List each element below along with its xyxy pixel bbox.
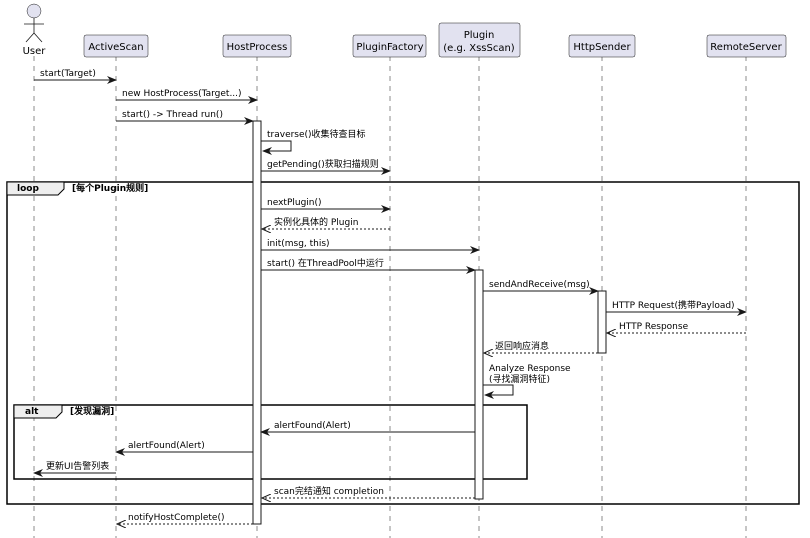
participant-plugin: Plugin (e.g. XssScan) xyxy=(438,22,521,58)
message-label: start() -> Thread run() xyxy=(122,110,223,120)
message-label: 更新UI告警列表 xyxy=(46,460,109,472)
message-label: HTTP Request(携带Payload) xyxy=(612,299,735,311)
message-label: init(msg, this) xyxy=(267,239,330,249)
message-label: new HostProcess(Target...) xyxy=(122,89,242,99)
message-http-request: HTTP Request(携带Payload) xyxy=(606,299,747,316)
message-notify-host-complete: notifyHostComplete() xyxy=(117,513,253,524)
lifelines xyxy=(33,56,747,538)
message-start-target: start(Target) xyxy=(34,69,117,84)
participant-label: HostProcess xyxy=(227,42,288,53)
participant-label: User xyxy=(23,46,47,57)
activation-hostprocess xyxy=(252,120,262,525)
message-new-hostprocess: new HostProcess(Target...) xyxy=(116,89,258,104)
participant-hostprocess: HostProcess xyxy=(222,34,292,58)
fragment-keyword: alt xyxy=(25,407,39,417)
participant-label: RemoteServer xyxy=(710,42,782,53)
participant-remoteserver: RemoteServer xyxy=(706,34,787,58)
message-return-response: 返回响应消息 xyxy=(484,340,598,353)
message-scan-complete: scan完结通知 completion xyxy=(262,485,475,498)
message-label: 返回响应消息 xyxy=(495,340,549,352)
message-label: notifyHostComplete() xyxy=(128,513,224,523)
participant-label: Plugin xyxy=(464,30,495,41)
message-http-response: HTTP Response xyxy=(607,322,746,333)
fragment-keyword: loop xyxy=(17,184,39,194)
message-label: sendAndReceive(msg) xyxy=(489,280,590,290)
message-label: start(Target) xyxy=(40,69,96,79)
message-label: nextPlugin() xyxy=(267,198,322,208)
fragment-condition: [每个Plugin规则] xyxy=(72,182,148,194)
message-traverse: traverse()收集待查目标 xyxy=(261,128,366,155)
message-label-line2: (寻找漏洞特征) xyxy=(489,373,550,385)
message-label: alertFound(Alert) xyxy=(274,421,351,431)
message-label: alertFound(Alert) xyxy=(128,441,205,451)
participant-activescan: ActiveScan xyxy=(83,34,149,58)
message-update-ui-alerts: 更新UI告警列表 xyxy=(33,460,116,477)
fragment-condition: [发现漏洞] xyxy=(70,405,114,417)
activation-plugin xyxy=(474,269,484,500)
participant-header: User ActiveScan HostProcess PluginFactor… xyxy=(23,3,787,58)
message-init: init(msg, this) xyxy=(261,239,480,254)
message-alertfound-to-hostprocess: alertFound(Alert) xyxy=(260,421,475,436)
message-start-thread-run: start() -> Thread run() xyxy=(116,110,254,125)
message-sendandreceive: sendAndReceive(msg) xyxy=(483,280,599,295)
message-analyze-response: Analyze Response (寻找漏洞特征) xyxy=(483,364,571,399)
actor-user: User xyxy=(23,3,47,57)
message-instantiate-plugin: 实例化具体的 Plugin xyxy=(262,216,390,229)
participant-httpsender: HttpSender xyxy=(568,34,636,58)
message-label: scan完结通知 completion xyxy=(274,485,384,497)
activation-httpsender xyxy=(597,290,607,354)
message-label: 实例化具体的 Plugin xyxy=(274,216,358,228)
messages: start(Target) new HostProcess(Target...)… xyxy=(33,69,747,524)
message-label: getPending()获取扫描规则 xyxy=(267,158,379,170)
message-start-threadpool: start() 在ThreadPool中运行 xyxy=(261,257,476,274)
message-label: Analyze Response xyxy=(489,364,571,374)
participant-label: PluginFactory xyxy=(356,42,423,53)
actor-figure-icon xyxy=(24,3,44,43)
participant-sublabel: (e.g. XssScan) xyxy=(443,43,515,54)
message-label: HTTP Response xyxy=(619,322,689,332)
participant-label: HttpSender xyxy=(573,42,631,53)
message-label: traverse()收集待查目标 xyxy=(267,128,366,140)
message-getpending: getPending()获取扫描规则 xyxy=(261,158,391,175)
message-nextplugin: nextPlugin() xyxy=(261,198,391,213)
fragment-loop: loop [每个Plugin规则] xyxy=(6,181,800,505)
fragment-alt: alt [发现漏洞] xyxy=(13,404,528,480)
participant-pluginfactory: PluginFactory xyxy=(352,34,427,58)
message-alertfound-to-activescan: alertFound(Alert) xyxy=(115,441,253,456)
participant-label: ActiveScan xyxy=(88,42,143,53)
message-label: start() 在ThreadPool中运行 xyxy=(267,257,384,269)
